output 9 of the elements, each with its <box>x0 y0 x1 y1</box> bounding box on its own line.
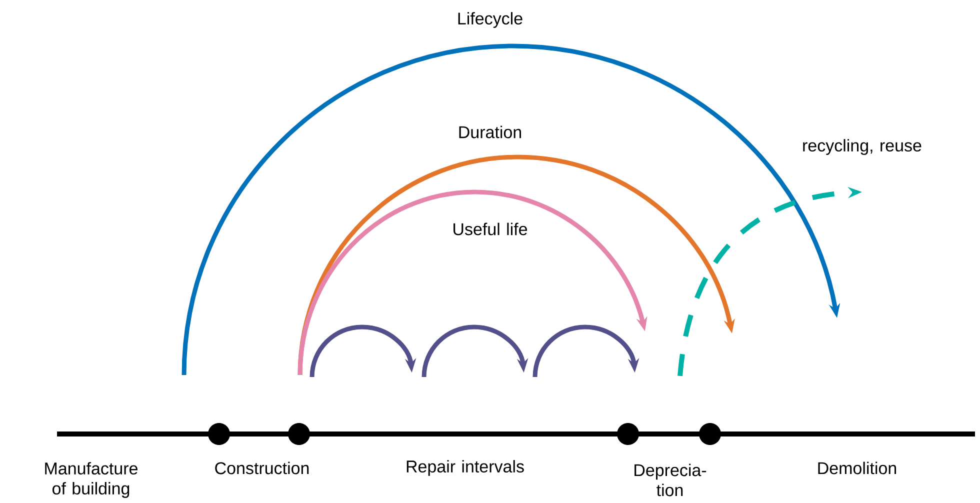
label: Duration <box>459 126 521 138</box>
label: Demolition <box>818 462 896 474</box>
label: Deprecia- tion <box>634 464 706 496</box>
label: Lifecycle <box>458 12 522 28</box>
label: Useful life <box>454 222 528 236</box>
label: Repair intervals <box>406 460 524 476</box>
label: Manufacture of building <box>45 462 138 498</box>
label: recycling, reuse <box>803 139 922 155</box>
label: Construction <box>215 462 309 474</box>
